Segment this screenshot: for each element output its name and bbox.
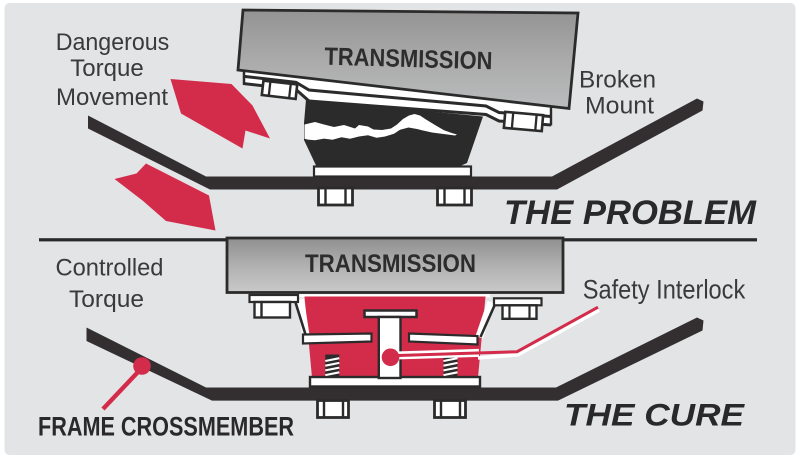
svg-text:Movement: Movement [56,84,168,111]
svg-text:THE PROBLEM: THE PROBLEM [504,194,757,232]
svg-text:Torque: Torque [70,55,144,82]
svg-text:Torque: Torque [69,286,144,313]
svg-text:Controlled: Controlled [56,255,164,282]
svg-text:Mount: Mount [585,92,654,119]
svg-text:TRANSMISSION: TRANSMISSION [324,43,493,76]
svg-text:Safety Interlock: Safety Interlock [583,275,746,305]
svg-text:Dangerous: Dangerous [56,29,170,56]
svg-text:THE CURE: THE CURE [564,396,745,432]
svg-text:Broken: Broken [579,66,656,93]
svg-text:TRANSMISSION: TRANSMISSION [305,250,476,278]
svg-text:FRAME CROSSMEMBER: FRAME CROSSMEMBER [38,412,294,442]
